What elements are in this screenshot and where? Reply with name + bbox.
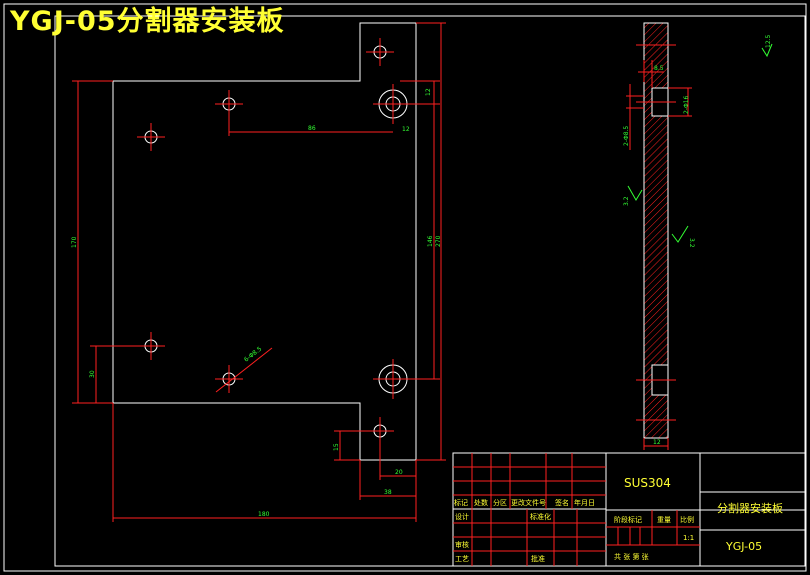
side-centerlines bbox=[636, 44, 676, 421]
side-dim-text: 8.5 2-Φ16 2-Φ8.5 3.2 3.2 12 12.5 bbox=[623, 34, 772, 446]
label-date: 年月日 bbox=[574, 498, 595, 507]
dim-180: 180 bbox=[258, 511, 270, 518]
dim-170: 170 bbox=[71, 236, 78, 248]
front-view bbox=[112, 22, 417, 461]
dim-2-phi16: 2-Φ16 bbox=[683, 95, 690, 114]
drawing-border bbox=[3, 3, 807, 572]
label-standard: 标准化 bbox=[530, 512, 551, 521]
dim-8-5: 8.5 bbox=[654, 65, 664, 72]
material[interactable]: SUS304 bbox=[624, 476, 671, 490]
dim-12-side: 12 bbox=[653, 439, 661, 446]
scale-value: 1:1 bbox=[683, 534, 694, 542]
label-process: 工艺 bbox=[455, 555, 469, 563]
label-sign: 签名 bbox=[555, 498, 569, 507]
hole-small bbox=[215, 365, 243, 393]
roughness-1: 3.2 bbox=[623, 196, 630, 206]
dim-12-right: 12 bbox=[402, 126, 410, 133]
holes bbox=[137, 38, 413, 445]
label-weight: 重量 bbox=[657, 516, 671, 524]
dim-146: 146 bbox=[427, 235, 434, 247]
hole-small bbox=[137, 123, 165, 151]
plate-outline bbox=[112, 22, 417, 461]
dim-38: 38 bbox=[384, 489, 392, 496]
dim-15: 15 bbox=[333, 443, 340, 451]
title-block-text: SUS304 分割器安装板 YGJ-05 标记 处数 分区 更改文件号 签名 年… bbox=[454, 476, 783, 563]
dim-270: 270 bbox=[435, 235, 442, 247]
dim-2-phi8-5: 2-Φ8.5 bbox=[623, 126, 630, 146]
dimension-lines bbox=[72, 22, 446, 522]
side-view bbox=[636, 22, 676, 439]
drawing-number[interactable]: YGJ-05 bbox=[725, 540, 762, 553]
dim-20: 20 bbox=[395, 469, 403, 476]
hole-callout: 6-Φ8.5 bbox=[243, 345, 263, 363]
frame-inner bbox=[54, 15, 806, 567]
label-scale: 比例 bbox=[680, 515, 694, 524]
label-approve: 批准 bbox=[531, 554, 545, 563]
hole-small bbox=[366, 38, 394, 66]
label-zone: 分区 bbox=[493, 498, 507, 507]
label-review: 审核 bbox=[455, 540, 469, 549]
label-count: 处数 bbox=[474, 498, 488, 507]
label-mark: 标记 bbox=[454, 498, 468, 507]
dim-12-top: 12 bbox=[425, 88, 432, 96]
roughness-2: 3.2 bbox=[688, 238, 695, 248]
dim-30: 30 bbox=[89, 370, 96, 378]
dim-86: 86 bbox=[308, 125, 316, 132]
label-design: 设计 bbox=[455, 512, 469, 521]
roughness-corner: 12.5 bbox=[765, 34, 772, 48]
drawing-title: YGJ-05分割器安装板 bbox=[10, 6, 285, 37]
dimension-text: 86 12 12 170 30 146 270 15 20 38 180 6-Φ… bbox=[71, 88, 442, 518]
label-stage: 阶段标记 bbox=[614, 515, 642, 524]
side-dimensions bbox=[626, 60, 692, 450]
label-change: 更改文件号 bbox=[511, 498, 546, 507]
title-block bbox=[452, 452, 806, 567]
part-name[interactable]: 分割器安装板 bbox=[717, 501, 783, 515]
label-sheets: 共 张 第 张 bbox=[614, 552, 649, 561]
roughness-symbols bbox=[627, 43, 773, 243]
